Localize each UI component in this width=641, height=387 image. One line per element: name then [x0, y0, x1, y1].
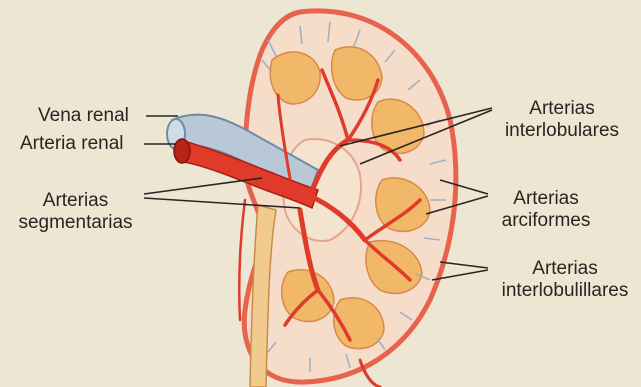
label-vena-renal: Vena renal: [38, 105, 129, 127]
label-line: Arterias: [486, 188, 606, 210]
label-text: Arteria renal: [20, 133, 124, 155]
label-line: Arterias: [490, 258, 640, 280]
label-arterias-segmentarias: Arterias segmentarias: [8, 190, 143, 234]
label-arterias-arciformes: Arterias arciformes: [486, 188, 606, 232]
label-line: segmentarias: [8, 212, 143, 234]
label-line: arciformes: [486, 210, 606, 232]
label-line: Arterias: [492, 98, 632, 120]
label-arterias-interlobulares: Arterias interlobulares: [492, 98, 632, 142]
label-arteria-renal: Arteria renal: [20, 133, 124, 155]
label-line: Arterias: [8, 190, 143, 212]
label-arterias-interlobulillares: Arterias interlobulillares: [490, 258, 640, 302]
label-text: Vena renal: [38, 105, 129, 127]
label-line: interlobulillares: [490, 280, 640, 302]
label-line: interlobulares: [492, 120, 632, 142]
